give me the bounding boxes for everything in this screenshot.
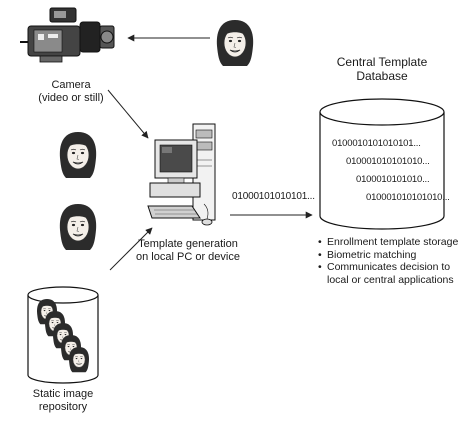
person-face-icon [68,346,90,373]
feature-item-continuation: local or central applications [318,274,458,287]
camera-label-line1: Camera [51,79,91,91]
computer-label-line2: on local PC or device [136,251,240,263]
person-face-icon [216,19,254,67]
feature-item: Communicates decision to [318,261,458,274]
feature-item: Enrollment template storage [318,236,458,249]
camera-label-line2: (video or still) [38,92,104,104]
computer-icon [147,123,216,226]
feature-text: Biometric matching [327,248,417,261]
camera-label: Camera (video or still) [26,79,116,105]
database-feature-list: Enrollment template storage Biometric ma… [318,236,458,286]
person-face-icon [59,131,97,179]
database-title: Central Template Database [322,55,442,83]
repository-label-line1: Static image [32,388,94,400]
database-bit-row: 0100010101010... [356,174,430,185]
video-camera-icon [20,7,115,63]
database-bit-row: 010001010101010... [366,192,450,203]
database-bit-row: 010001010101010... [346,156,430,167]
feature-text: local or central applications [327,273,454,286]
repository-label: Static image repository [18,388,108,414]
arrow-camera-to-computer [107,89,149,139]
template-bitstream: 01000101010101... [232,191,315,202]
database-title-line1: Central Template [336,55,428,69]
computer-label: Template generation on local PC or devic… [132,238,244,264]
repository-label-line2: repository [38,401,88,413]
feature-item: Biometric matching [318,249,458,262]
computer-label-line1: Template generation [138,238,238,250]
feature-text: Enrollment template storage [327,236,459,248]
arrow-repository-to-computer [109,227,153,271]
database-title-line2: Database [356,69,408,83]
central-database-cylinder [319,98,445,230]
person-face-icon [59,203,97,251]
database-bit-row: 0100010101010101... [332,138,421,149]
feature-text: Communicates decision to [327,261,451,273]
